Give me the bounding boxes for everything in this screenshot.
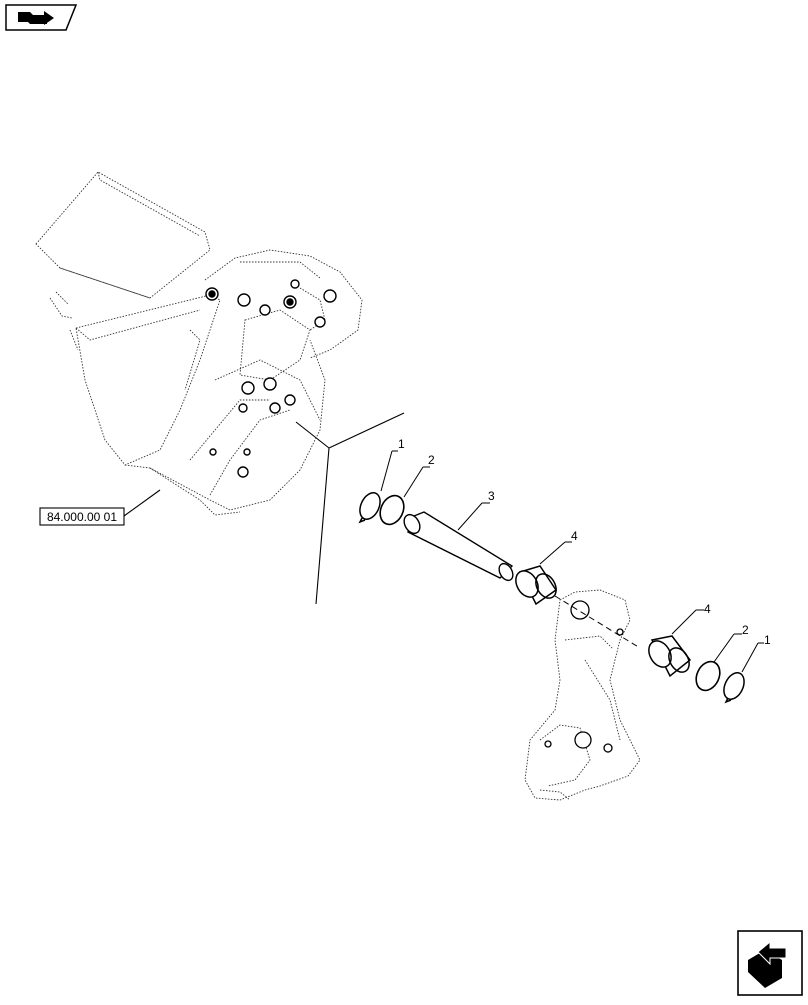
reference-label-text: 84.000.00 01 xyxy=(47,510,117,524)
leader-lines xyxy=(123,412,405,605)
callout-4-right: 4 xyxy=(704,602,711,616)
bucket-assembly xyxy=(35,171,363,516)
bushing-upper xyxy=(515,565,558,606)
pin xyxy=(403,511,514,582)
bushing-right xyxy=(648,635,692,678)
bucket-link xyxy=(524,589,641,801)
washer-left xyxy=(379,494,405,526)
reference-label[interactable]: 84.000.00 01 xyxy=(39,507,125,526)
callout-1-left: 1 xyxy=(398,437,405,451)
callout-3: 3 xyxy=(488,489,495,503)
pin-axis-line xyxy=(554,595,641,649)
callout-2-left: 2 xyxy=(428,453,435,467)
washer-right xyxy=(695,660,721,692)
snap-ring-left xyxy=(358,492,381,524)
snap-ring-right xyxy=(723,672,745,704)
previous-page-icon[interactable] xyxy=(5,4,78,31)
callout-2-right: 2 xyxy=(742,623,749,637)
next-page-icon[interactable] xyxy=(737,930,803,996)
callout-4-upper: 4 xyxy=(571,529,578,543)
callout-leaders xyxy=(380,450,764,673)
callout-1-right: 1 xyxy=(764,633,771,647)
bucket-pins xyxy=(205,279,337,478)
